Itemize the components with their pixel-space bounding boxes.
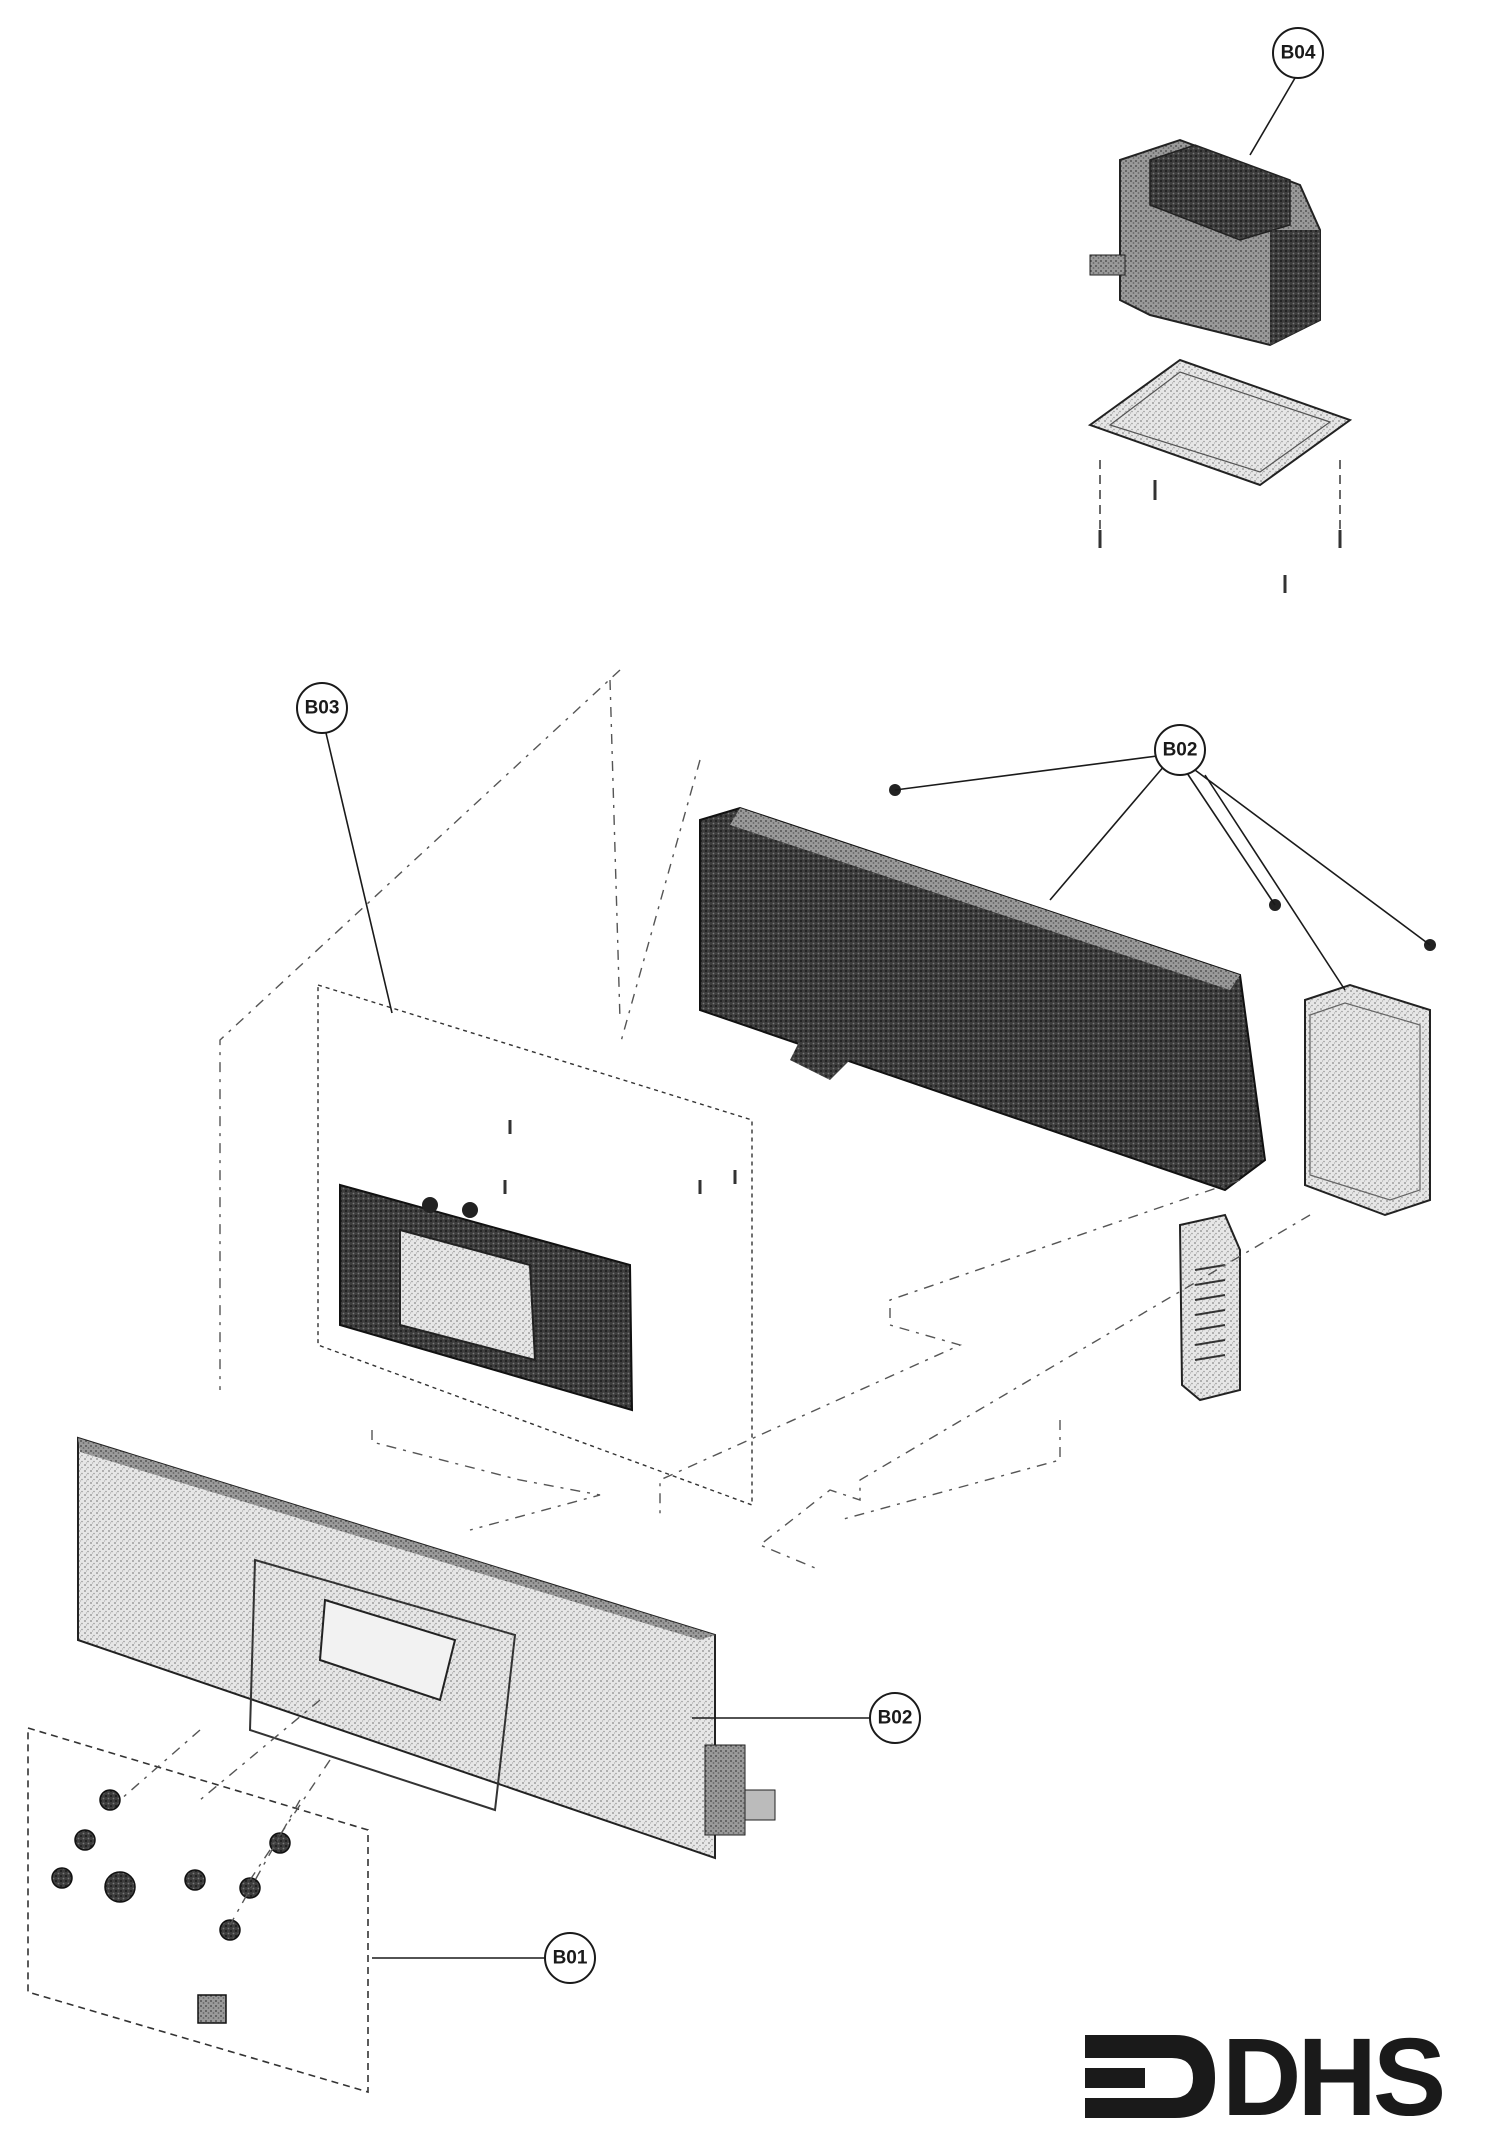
callout-b01-label: B01 [553,1948,588,1969]
control-board-assembly [317,984,753,1507]
connector-strip [1178,1213,1241,1402]
callout-b03-label: B03 [305,698,340,719]
dhs-logo: DHS [1085,2016,1447,2130]
callout-b02-side-label: B02 [878,1708,913,1729]
callout-b04: B04 [1272,27,1324,79]
transformer-assembly [1087,138,1353,593]
front-fascia-panel [77,1436,776,1860]
assembly-guide-lines [119,669,1311,1926]
knob-set [27,1726,369,2094]
side-bracket [1304,983,1431,1217]
dhs-logo-text: DHS [1222,2016,1443,2125]
callout-b02-top-label: B02 [1163,740,1198,761]
callout-b01: B01 [544,1932,596,1984]
callout-b03: B03 [296,682,348,734]
callout-b02-side: B02 [869,1692,921,1744]
callout-b04-label: B04 [1281,43,1316,64]
callout-leaders [325,77,1431,1959]
rear-housing [699,784,1436,1192]
callout-b02-top: B02 [1154,724,1206,776]
